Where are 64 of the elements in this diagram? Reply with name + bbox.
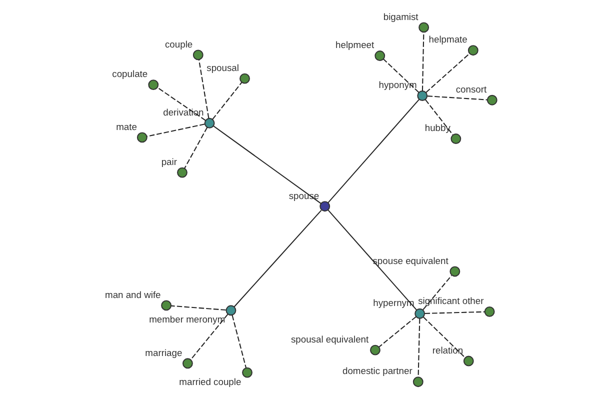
node-label: spouse equivalent (372, 254, 448, 266)
node-circle (192, 50, 203, 60)
connector (212, 126, 321, 204)
connector (424, 99, 453, 135)
node-label: hyponym (378, 79, 416, 90)
node-label: copulate (112, 68, 148, 80)
node-label: member meronym (148, 314, 225, 325)
node-circle (160, 300, 172, 311)
connector (231, 315, 246, 368)
node-circle (484, 306, 494, 317)
node-label: couple (164, 38, 192, 50)
node-circle (418, 22, 429, 33)
node-label: spousal (206, 62, 238, 73)
node-label: helpmate (428, 34, 467, 45)
node-circle (319, 201, 330, 212)
node-label: man and wife (104, 288, 160, 300)
connector (424, 311, 484, 314)
node-circle (486, 94, 497, 106)
node-circle (412, 376, 423, 388)
node-circle (182, 358, 192, 369)
node-label: consort (455, 83, 486, 94)
node-circle (242, 367, 252, 378)
node-circle (374, 50, 385, 61)
connector (421, 32, 424, 91)
connector (426, 96, 487, 100)
connector (146, 124, 204, 137)
node-circle (449, 266, 460, 277)
connector (378, 316, 416, 348)
connector (417, 318, 420, 377)
connector (422, 316, 465, 358)
node-circle (414, 308, 425, 319)
node-label: spousal equivalent (290, 333, 368, 344)
connector (382, 58, 419, 93)
connector (190, 314, 228, 360)
node-label: relation (432, 344, 463, 356)
node-label: mate (116, 120, 136, 132)
node-circle (239, 73, 250, 84)
node-label: bigamist (382, 10, 418, 22)
connector (184, 127, 208, 169)
node-label: married couple (178, 376, 241, 387)
node-label: significant other (418, 295, 484, 306)
connector (233, 210, 322, 308)
node-circle (462, 356, 474, 366)
node-circle (176, 167, 187, 178)
node-circle (416, 90, 428, 101)
node-circle (450, 134, 461, 144)
node-label: hubby (424, 122, 450, 134)
connector (212, 82, 242, 120)
connector (425, 53, 470, 93)
connector (327, 99, 419, 204)
node-label: helpmeet (335, 39, 374, 50)
node-label: domestic partner (342, 365, 412, 376)
connector (327, 210, 416, 310)
node-circle (136, 132, 147, 143)
node-label: pair (160, 156, 176, 167)
connector (170, 305, 226, 311)
node-circle (225, 305, 236, 316)
node-circle (370, 344, 380, 356)
node-circle (148, 80, 158, 90)
connector (422, 275, 452, 310)
node-circle (204, 118, 214, 128)
node-label: marriage (144, 346, 182, 358)
node-circle (467, 45, 478, 56)
connector (198, 60, 209, 118)
